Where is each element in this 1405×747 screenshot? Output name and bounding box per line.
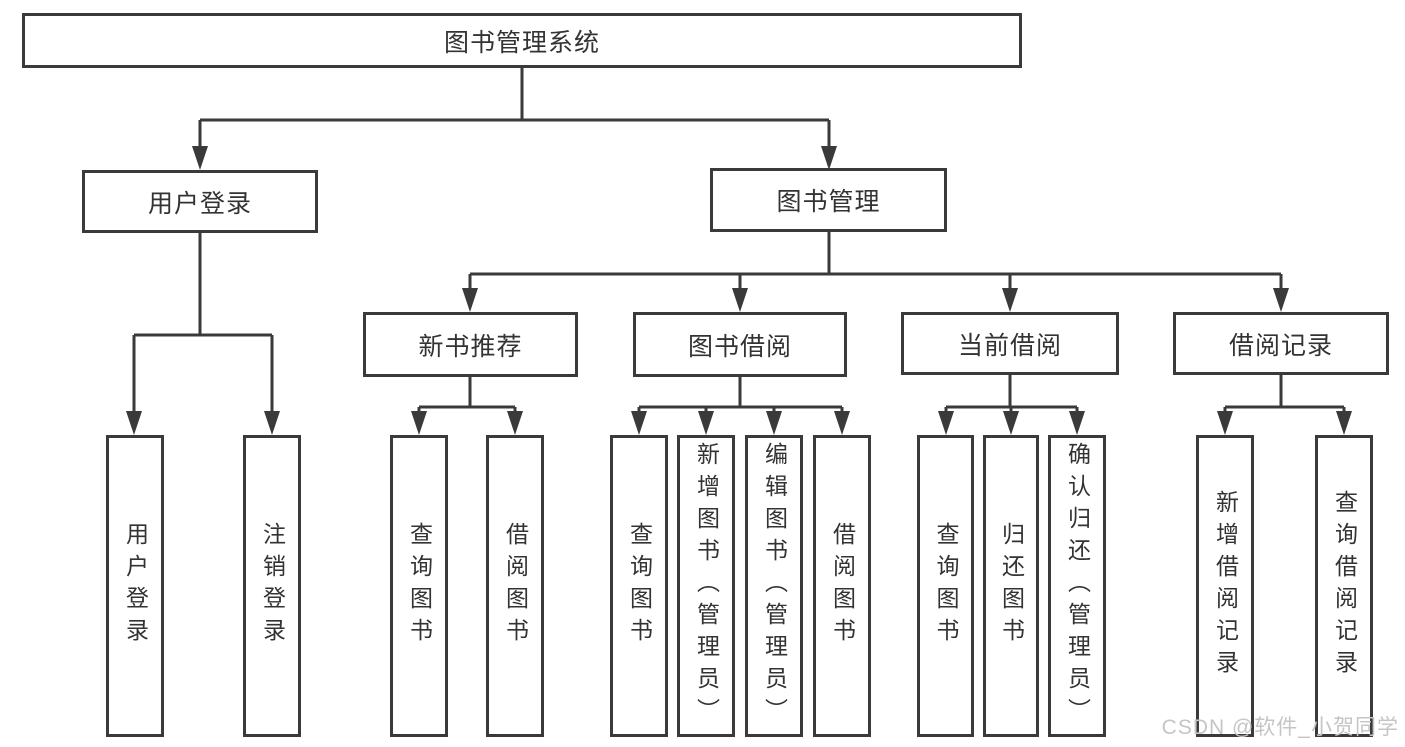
node-leaf-borrow-books-2: 借阅图书 bbox=[813, 435, 871, 737]
node-leaf-borrow-books-1: 借阅图书 bbox=[486, 435, 544, 737]
node-leaf-add-book-admin: 新增图书（管理员） bbox=[677, 435, 735, 737]
node-leaf-query-books-2: 查询图书 bbox=[610, 435, 668, 737]
node-leaf-add-borrow-record: 新增借阅记录 bbox=[1196, 435, 1254, 737]
node-leaf-user-login: 用户登录 bbox=[106, 435, 164, 737]
node-leaf-confirm-return-admin: 确认归还（管理员） bbox=[1048, 435, 1106, 737]
node-leaf-query-books-1: 查询图书 bbox=[390, 435, 448, 737]
node-leaf-edit-book-admin: 编辑图书（管理员） bbox=[745, 435, 803, 737]
node-user-login: 用户登录 bbox=[82, 170, 318, 233]
node-book-management: 图书管理 bbox=[710, 168, 947, 232]
node-leaf-query-books-3: 查询图书 bbox=[917, 435, 974, 737]
arrowheads bbox=[126, 146, 1352, 435]
csdn-watermark: CSDN @软件_小贺同学 bbox=[1161, 716, 1399, 739]
node-leaf-return-books: 归还图书 bbox=[983, 435, 1039, 737]
node-library-management-system: 图书管理系统 bbox=[22, 13, 1022, 68]
node-leaf-logout: 注销登录 bbox=[243, 435, 301, 737]
node-new-book-recommend: 新书推荐 bbox=[363, 312, 578, 377]
node-current-borrow: 当前借阅 bbox=[901, 312, 1119, 375]
node-borrow-record: 借阅记录 bbox=[1173, 312, 1389, 375]
node-book-borrow: 图书借阅 bbox=[633, 312, 847, 377]
node-leaf-query-borrow-record: 查询借阅记录 bbox=[1315, 435, 1373, 737]
